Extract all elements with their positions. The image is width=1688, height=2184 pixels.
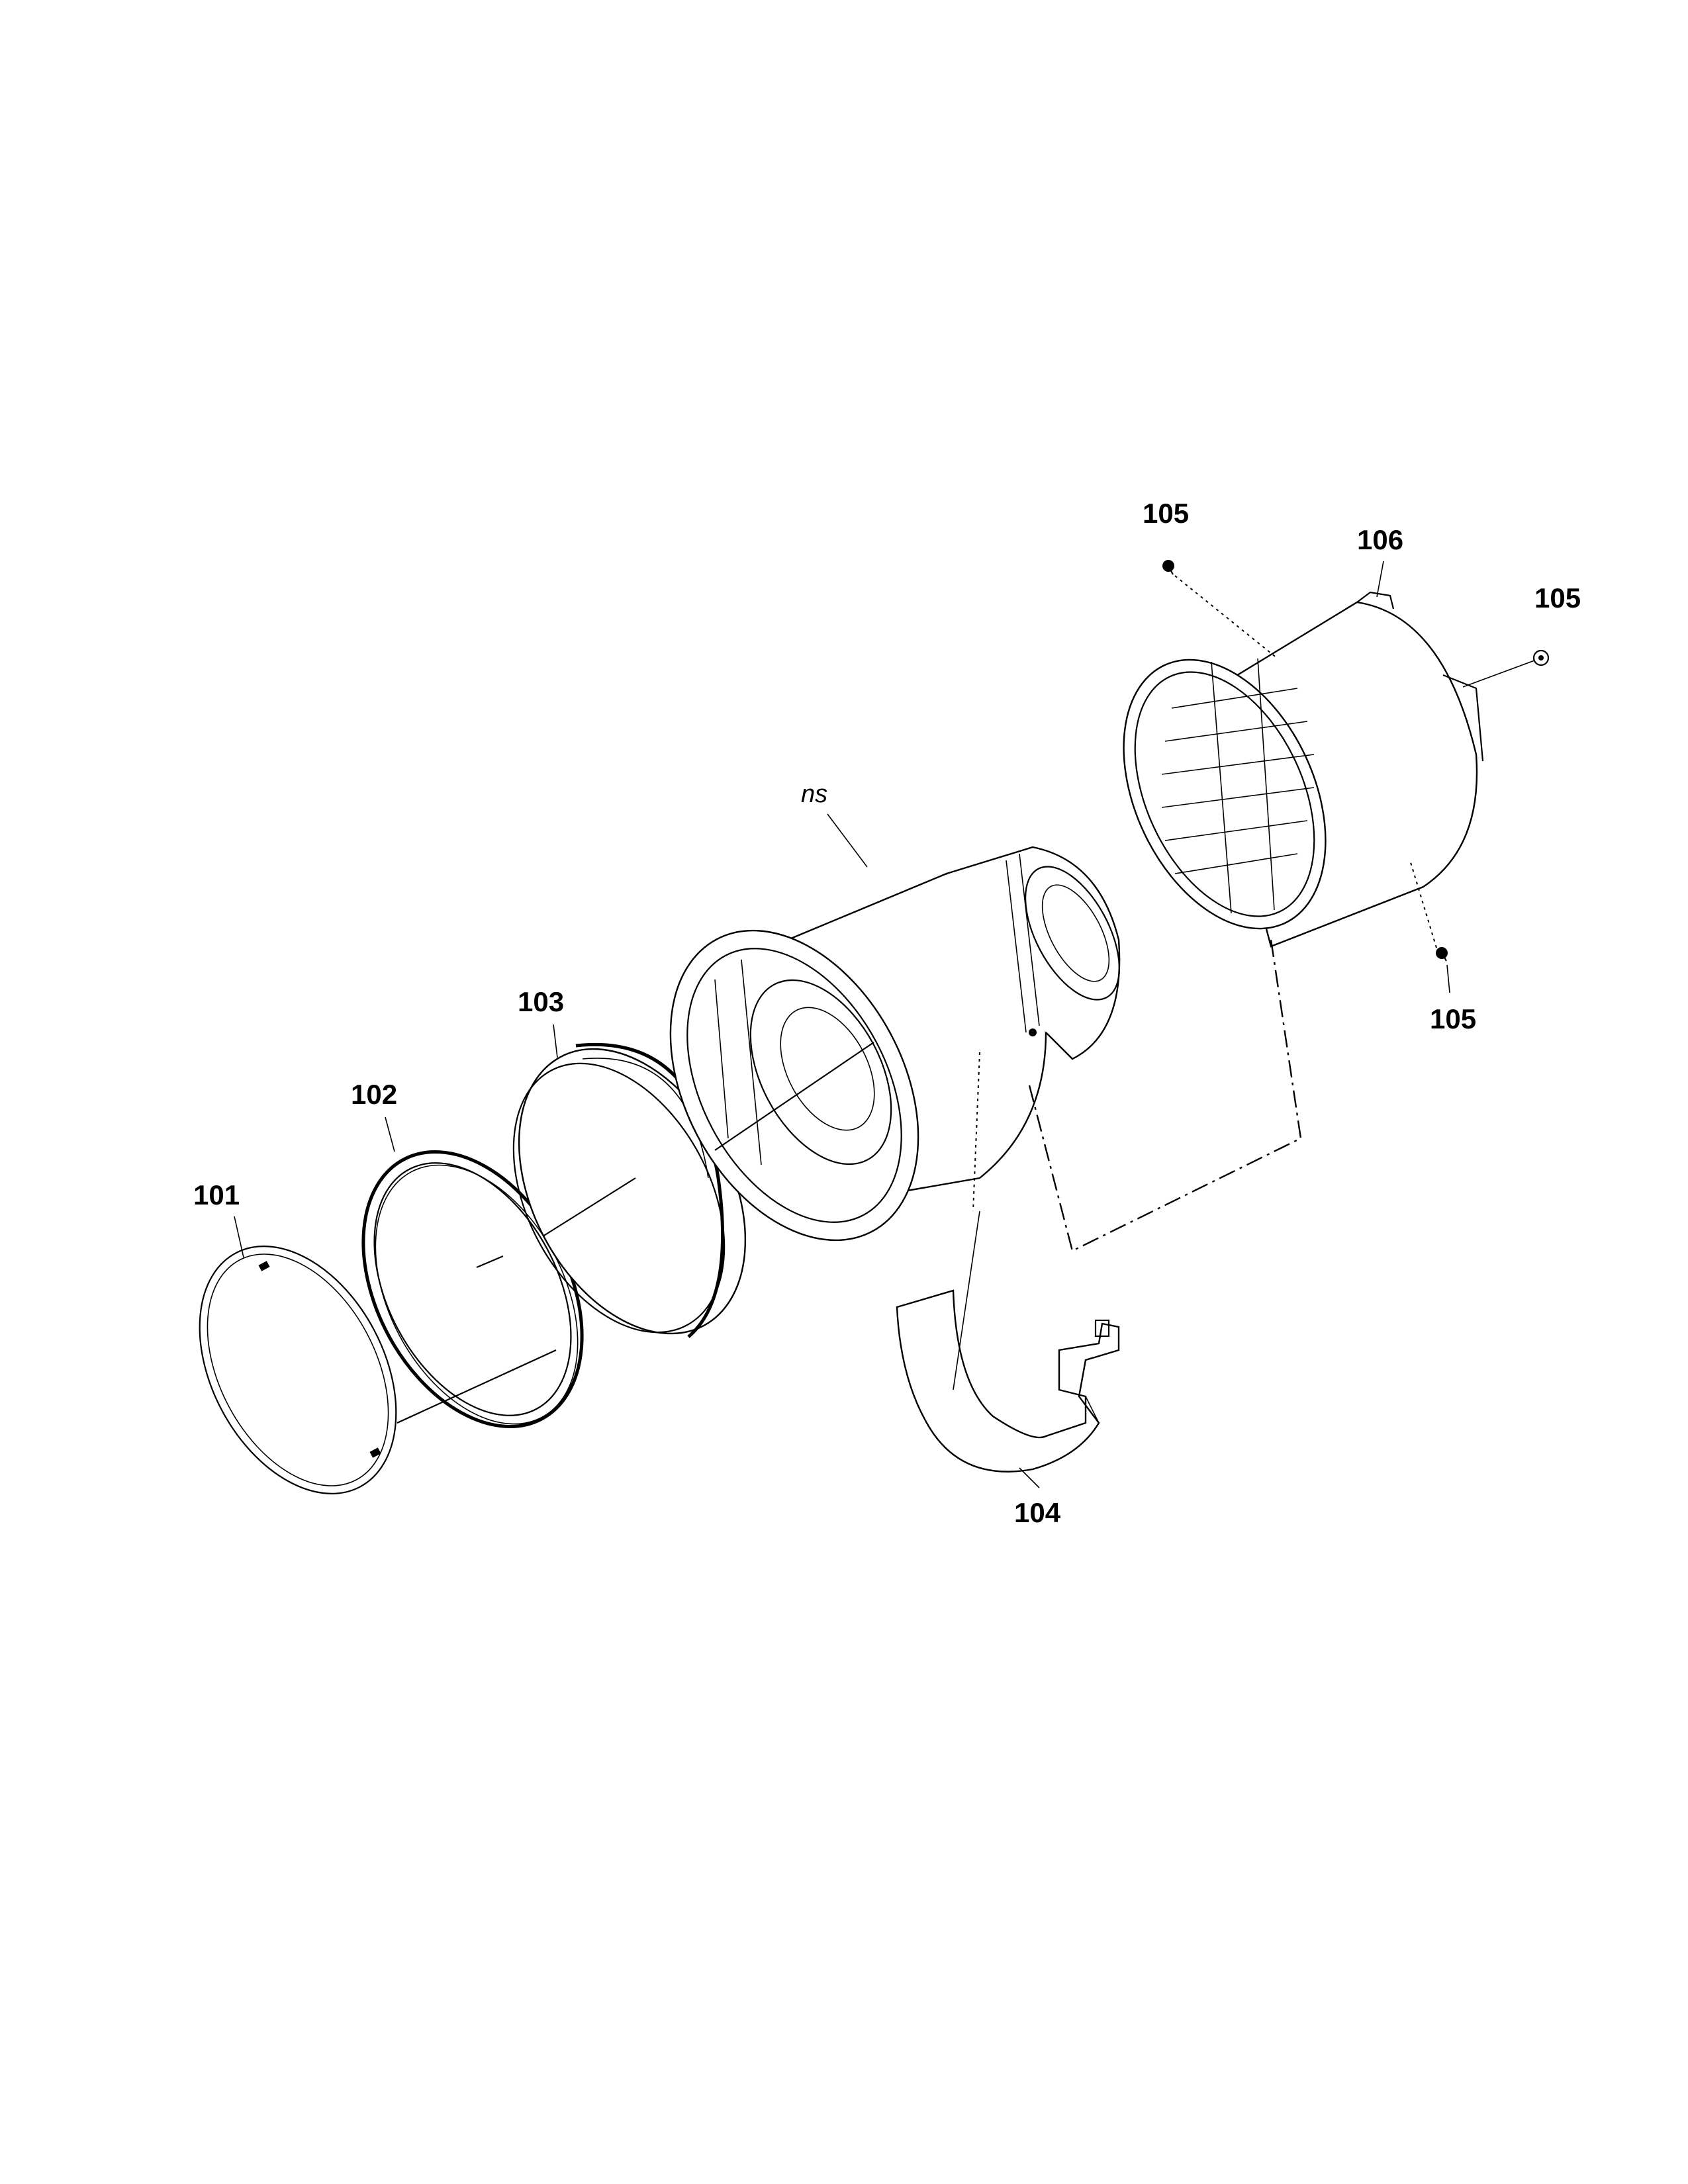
leader-105-top <box>1174 575 1278 659</box>
leader-106 <box>1376 561 1384 598</box>
leader-105-bottom-tick <box>1446 964 1450 993</box>
assembly-axis-line-1 <box>397 1349 557 1424</box>
leader-101 <box>234 1216 244 1258</box>
part-106-rear-cover <box>1123 591 1484 948</box>
part-105-screw-right <box>1532 649 1550 666</box>
main-housing <box>669 846 1121 1242</box>
part-104-flex-cable <box>896 1289 1120 1473</box>
leader-ns <box>827 813 868 868</box>
callout-105-right: 105 <box>1534 582 1581 614</box>
assembly-axis-line-2 <box>476 1255 504 1269</box>
part-101-ring <box>199 1246 397 1494</box>
callout-105-bottom: 105 <box>1430 1003 1476 1034</box>
connection-line-body-to-cover <box>1028 939 1302 1252</box>
callout-104: 104 <box>1014 1497 1061 1528</box>
assembly-axis-line-4 <box>714 1042 874 1151</box>
part-105-screw-top <box>1162 560 1174 575</box>
leader-103 <box>553 1024 558 1058</box>
part-103-lens <box>512 1042 747 1338</box>
leader-102 <box>385 1116 395 1152</box>
callout-103: 103 <box>518 986 564 1017</box>
callout-106: 106 <box>1357 524 1403 555</box>
connection-line-cable <box>953 1210 980 1390</box>
part-105-screw-bottom <box>1436 947 1448 962</box>
assembly-axis-line-3 <box>542 1177 636 1237</box>
callout-101: 101 <box>193 1179 240 1210</box>
connection-line-body-to-cable <box>972 1052 980 1212</box>
leader-104 <box>1019 1467 1040 1488</box>
callout-ns: ns <box>801 780 827 808</box>
leader-105-bottom <box>1409 860 1437 948</box>
leader-105-right <box>1462 660 1535 688</box>
callout-105-top: 105 <box>1143 498 1189 529</box>
callout-102: 102 <box>351 1079 397 1110</box>
